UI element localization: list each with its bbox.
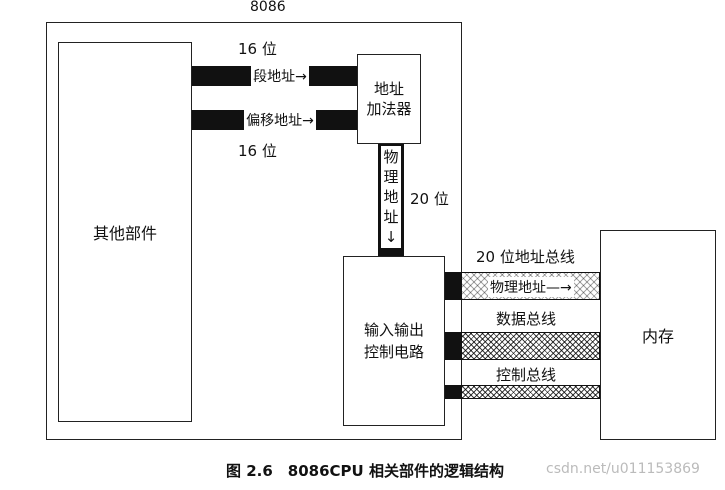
physical-address-vertical-label: 物 理 地 址 ↓ bbox=[381, 146, 401, 248]
figure-caption: 图 2.6 8086CPU 相关部件的逻辑结构 bbox=[226, 462, 504, 480]
segment-address-label: 段地址→ bbox=[251, 66, 309, 86]
physical-char-3: 地 bbox=[383, 188, 399, 206]
io-control-line1: 输入输出 bbox=[363, 321, 424, 339]
address-bus: 物理地址—→ bbox=[461, 272, 600, 300]
memory-box: 内存 bbox=[600, 230, 716, 440]
other-components-label: 其他部件 bbox=[92, 224, 157, 243]
data-bus-stub bbox=[445, 332, 461, 360]
offset-address-bar: 偏移地址→ bbox=[192, 110, 358, 130]
address-adder-line2: 加法器 bbox=[366, 100, 412, 118]
address-bus-stub bbox=[445, 272, 461, 300]
physical-char-5: ↓ bbox=[384, 228, 398, 246]
address-adder-box: 地址 加法器 bbox=[357, 54, 421, 144]
other-components-box: 其他部件 bbox=[58, 42, 192, 422]
address-adder-line1: 地址 bbox=[373, 80, 404, 98]
physical-char-4: 址 bbox=[383, 208, 399, 226]
control-bus-label: 控制总线 bbox=[496, 366, 557, 384]
physical-address-vertical-bar: 物 理 地 址 ↓ bbox=[378, 144, 404, 256]
bit20-label: 20 位 bbox=[410, 190, 449, 208]
data-bus-label: 数据总线 bbox=[496, 310, 557, 328]
watermark: csdn.net/u011153869 bbox=[546, 461, 700, 477]
offset-address-label: 偏移地址→ bbox=[244, 110, 316, 130]
memory-label: 内存 bbox=[641, 327, 674, 346]
physical-char-1: 物 bbox=[383, 148, 399, 166]
control-bus-stub bbox=[445, 385, 461, 399]
address-bus-label: 20 位地址总线 bbox=[476, 248, 575, 266]
segment-address-bar: 段地址→ bbox=[192, 66, 358, 86]
io-control-box: 输入输出 控制电路 bbox=[343, 256, 445, 426]
io-control-line2: 控制电路 bbox=[363, 343, 424, 361]
physical-char-2: 理 bbox=[383, 168, 399, 186]
bit16-top-label: 16 位 bbox=[238, 40, 277, 58]
bit16-bottom-label: 16 位 bbox=[238, 142, 277, 160]
control-bus bbox=[461, 385, 600, 399]
cpu-label: 8086 bbox=[250, 0, 286, 15]
data-bus bbox=[461, 332, 600, 360]
address-bus-inner-label: 物理地址—→ bbox=[488, 277, 574, 297]
